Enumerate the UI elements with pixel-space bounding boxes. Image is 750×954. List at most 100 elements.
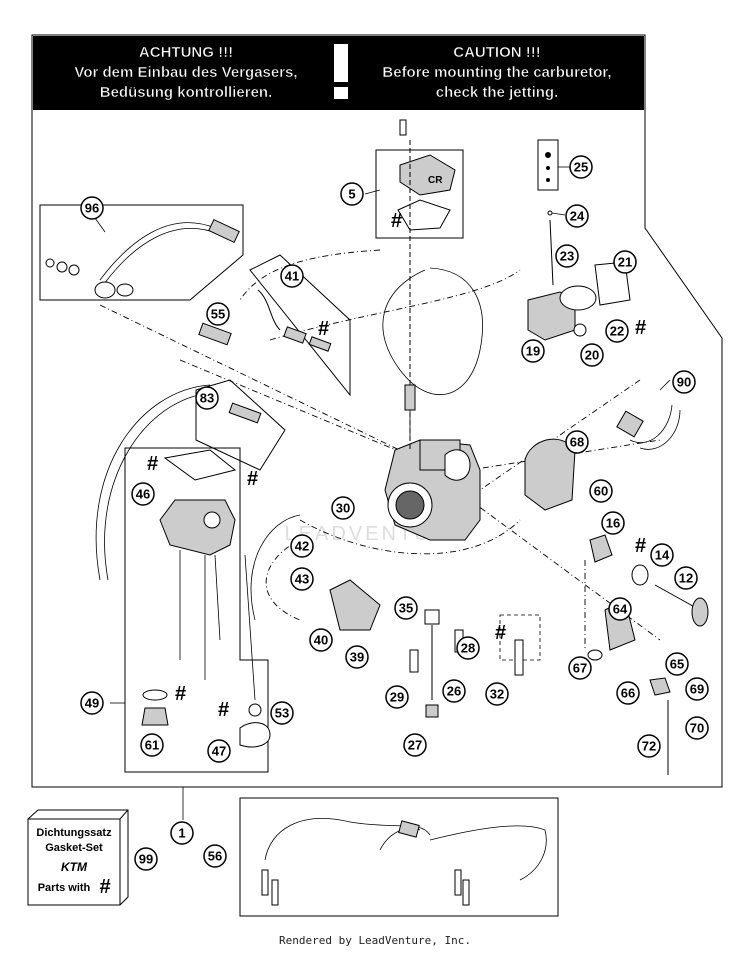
callout-70: 70 [685, 716, 709, 740]
callout-circle [665, 652, 689, 676]
callout-69: 69 [685, 677, 709, 701]
callout-circle [674, 566, 698, 590]
callout-circle [270, 701, 294, 725]
callout-circle [309, 628, 333, 652]
callout-42: 42 [290, 534, 314, 558]
callout-label: 64 [613, 602, 628, 617]
hash-symbol: # [318, 318, 329, 340]
callout-28: 28 [456, 636, 480, 660]
callout-47: 47 [207, 739, 231, 763]
callout-label: 46 [136, 487, 150, 502]
callout-label: 26 [447, 684, 461, 699]
callout-43: 43 [290, 567, 314, 591]
warning-en-line1: Before mounting the carburetor, [382, 64, 611, 81]
callout-label: 22 [610, 324, 624, 339]
callout-68: 68 [565, 430, 589, 454]
callout-72: 72 [637, 734, 661, 758]
gasket-line3: Parts with [38, 882, 91, 894]
svg-text:CR: CR [428, 175, 443, 186]
callout-41: 41 [280, 264, 304, 288]
callout-label: 27 [408, 738, 422, 753]
callout-65: 65 [665, 652, 689, 676]
callout-32: 32 [485, 682, 509, 706]
hash-symbol: # [391, 210, 402, 232]
callout-12: 12 [674, 566, 698, 590]
callout-label: 66 [621, 686, 635, 701]
callout-label: 47 [212, 744, 226, 759]
callout-circle [195, 386, 219, 410]
callout-label: 43 [295, 572, 309, 587]
callout-67: 67 [568, 656, 592, 680]
callout-1: 1 [170, 821, 194, 845]
cable-96-box [39, 204, 244, 301]
callout-circle [140, 733, 164, 757]
hash-symbols: # # # # # # # # # [147, 210, 646, 721]
warning-en-title: CAUTION !!! [453, 44, 540, 61]
gasket-set-box: Dichtungssatz Gasket-Set KTM Parts with … [27, 809, 129, 906]
callout-26: 26 [442, 679, 466, 703]
callout-circle [340, 182, 364, 206]
callout-label: 70 [690, 721, 704, 736]
callout-label: 39 [350, 650, 364, 665]
callout-56: 56 [203, 844, 227, 868]
callout-35: 35 [394, 596, 418, 620]
callout-46: 46 [131, 482, 155, 506]
carburetor-body [384, 119, 481, 541]
callout-20: 20 [580, 343, 604, 367]
callout-label: 49 [85, 696, 99, 711]
warning-de-line1: Vor dem Einbau des Vergasers, [74, 64, 297, 81]
hoses-56-box [239, 797, 559, 917]
callout-label: 96 [85, 201, 99, 216]
callout-label: 53 [275, 706, 289, 721]
callout-label: 25 [574, 160, 588, 175]
float-bowl-49-box [124, 447, 271, 773]
callout-label: 41 [285, 269, 299, 284]
callout-circle [385, 685, 409, 709]
warning-de-line2: Bedüsung kontrollieren. [100, 84, 273, 101]
hash-symbol: # [635, 317, 646, 339]
callout-circle [672, 370, 696, 394]
footer-credit: Rendered by LeadVenture, Inc. [278, 934, 472, 947]
callout-16: 16 [601, 511, 625, 535]
needle-parts [537, 139, 559, 286]
callout-40: 40 [309, 628, 333, 652]
callout-circle [555, 244, 579, 268]
callout-circle [685, 677, 709, 701]
callout-96: 96 [80, 196, 104, 220]
callout-circle [345, 645, 369, 669]
callout-circle [601, 511, 625, 535]
callout-label: 65 [670, 657, 684, 672]
callout-label: 23 [560, 249, 574, 264]
hash-symbol: # [635, 535, 646, 557]
callout-circle [80, 691, 104, 715]
callout-circle [80, 196, 104, 220]
callout-39: 39 [345, 645, 369, 669]
callout-label: 32 [490, 687, 504, 702]
callout-circle [568, 656, 592, 680]
callout-circle [394, 596, 418, 620]
callout-label: 99 [139, 852, 153, 867]
callout-circle [565, 204, 589, 228]
hash-symbol: # [175, 683, 186, 705]
callout-label: 24 [570, 209, 585, 224]
callout-circle [565, 430, 589, 454]
callout-circle [685, 716, 709, 740]
callout-circle [580, 343, 604, 367]
callout-14: 14 [650, 543, 674, 567]
callout-label: 40 [314, 633, 328, 648]
callout-circle [290, 567, 314, 591]
callout-29: 29 [385, 685, 409, 709]
callout-circle [131, 482, 155, 506]
callout-27: 27 [403, 733, 427, 757]
hash-symbol: # [147, 453, 158, 475]
callout-66: 66 [616, 681, 640, 705]
callout-label: 69 [690, 682, 704, 697]
callout-label: 60 [594, 484, 608, 499]
callout-99: 99 [134, 847, 158, 871]
callout-label: 12 [679, 571, 693, 586]
callout-label: 68 [570, 435, 584, 450]
hash-symbol: # [218, 699, 229, 721]
fitting-83-box [195, 379, 286, 471]
hash-symbol: # [247, 468, 258, 490]
warning-en-line2: check the jetting. [436, 84, 559, 101]
